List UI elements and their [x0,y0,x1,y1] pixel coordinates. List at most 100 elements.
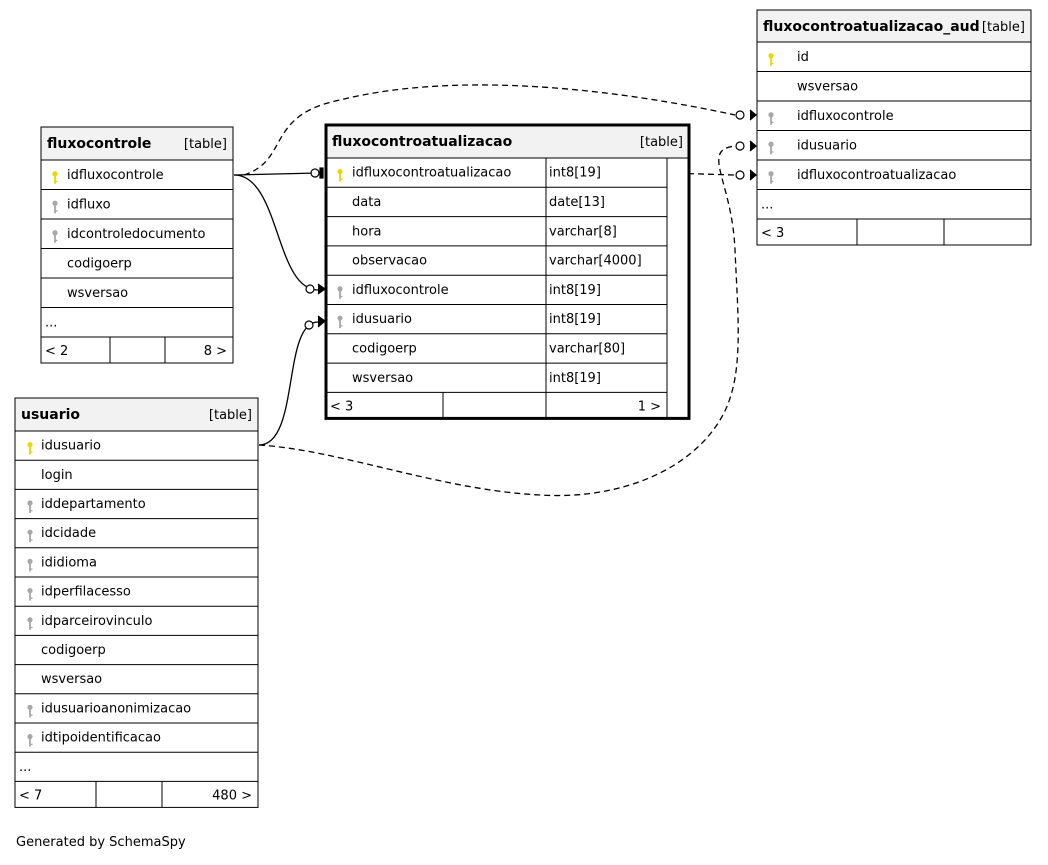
crow-marker [317,315,326,328]
table-border [324,123,691,420]
footer-children-count: 480 > [212,788,252,803]
foreign-key-icon [768,112,774,125]
table-fluxocontroatualizacao-aud[interactable]: fluxocontroatualizacao_aud[table] id wsver… [756,9,1032,246]
table-name: fluxocontrole [47,136,151,152]
column-type: varchar[8] [549,224,617,239]
table-header-bg [757,10,1031,42]
foreign-key-icon [52,200,58,214]
table-name: fluxocontroatualizacao [332,134,513,150]
edge-usuario-to-aud-idusuario [258,145,739,497]
column-name: idusuario [41,439,101,454]
footer-children-count: 1 > [638,399,661,414]
primary-key-icon [337,169,343,182]
column-name: wsversao [41,672,102,687]
column-type: int8[19] [549,166,601,181]
column-name: idusuario [797,138,857,153]
table-border [40,126,234,364]
column-name: ididioma [41,555,97,570]
column-name: login [41,468,73,483]
foreign-key-icon [27,704,33,718]
column-name: codigoerp [67,256,132,271]
foreign-key-icon [768,141,774,155]
crow-marker [317,283,327,295]
one-marker [319,167,324,179]
edge-fluxocontrole-to-atualizacao-idfluxocontrole [233,174,319,291]
more-columns-indicator: ... [761,197,773,212]
column-name: iddepartamento [41,497,146,512]
edge-fluxocontrole-to-atualizacao-pk [233,172,319,176]
column-name: wsversao [67,286,128,301]
column-name: idperfilacesso [41,585,131,600]
column-name: wsversao [797,79,858,94]
crow-marker [749,140,757,152]
foreign-key-icon [768,171,774,184]
column-name: idfluxocontrole [67,168,164,183]
primary-key-icon [768,53,774,66]
generated-by-label: Generated by SchemaSpy [16,835,186,850]
foreign-key-icon [27,558,33,572]
column-name: codigoerp [352,341,417,356]
crow-marker [749,169,757,181]
column-type: varchar[4000] [549,254,642,269]
table-fluxocontroatualizacao[interactable]: fluxocontroatualizacao [table] idfluxocont… [324,123,691,420]
table-name: fluxocontroatualizacao_aud [763,19,980,35]
foreign-key-icon [337,315,343,329]
column-name: idfluxo [67,197,111,212]
foreign-key-icon [52,230,58,243]
footer-parents-count: < 7 [19,788,42,803]
table-border [14,397,259,808]
table-header-bg [327,126,688,158]
column-name: data [352,195,381,210]
table-usuario[interactable]: usuario [table] idusuario login iddepartamen… [14,397,259,808]
column-type: int8[19] [549,371,601,386]
table-type-tag: [table] [209,408,252,423]
table-type-tag: [table] [982,20,1025,35]
foreign-key-icon [27,529,33,543]
column-name: idfluxocontroatualizacao [797,168,956,183]
table-header-bg [15,398,258,431]
column-name: idfluxocontrole [352,283,449,298]
column-name: idusuario [352,312,412,327]
zero-marker [735,141,745,151]
primary-key-icon [27,442,33,455]
footer-parents-count: < 3 [330,399,353,414]
zero-marker [310,168,320,178]
foreign-key-icon [27,500,33,513]
more-columns-indicator: ... [45,315,57,330]
zero-marker [735,110,745,120]
column-type: date[13] [549,195,605,210]
footer-parents-count: < 2 [45,344,68,359]
footer-children-count: 8 > [204,344,227,359]
foreign-key-icon [27,588,33,601]
table-border [756,9,1032,246]
crow-marker [749,109,757,121]
column-name: id [797,50,809,65]
primary-key-icon [52,171,58,184]
column-name: wsversao [352,371,413,386]
table-type-tag: [table] [184,137,227,152]
more-columns-indicator: ... [19,760,31,775]
footer-parents-count: < 3 [761,226,784,241]
table-name: usuario [21,407,80,423]
edge-usuario-to-atualizacao-idusuario [258,321,319,446]
column-name: idusuarioanonimizacao [41,701,191,716]
column-type: varchar[80] [549,341,625,356]
column-type: int8[19] [549,283,601,298]
zero-marker [305,284,315,294]
zero-marker [304,320,314,330]
table-fluxocontrole[interactable]: fluxocontrole [table] idfluxocontrole idflu… [40,126,234,364]
table-type-tag: [table] [640,135,683,150]
column-name: idparceirovinculo [41,614,152,629]
foreign-key-icon [337,286,343,299]
column-name: observacao [352,254,427,269]
column-name: idfluxocontrole [797,109,894,124]
foreign-key-icon [27,617,33,630]
edge-fluxocontrole-to-aud-idfluxocontrole [243,84,736,176]
column-name: codigoerp [41,643,106,658]
column-name: idcontroledocumento [67,227,206,242]
column-name: hora [352,224,382,239]
table-header-bg [41,127,233,160]
zero-marker [735,170,745,180]
foreign-key-icon [27,734,33,747]
